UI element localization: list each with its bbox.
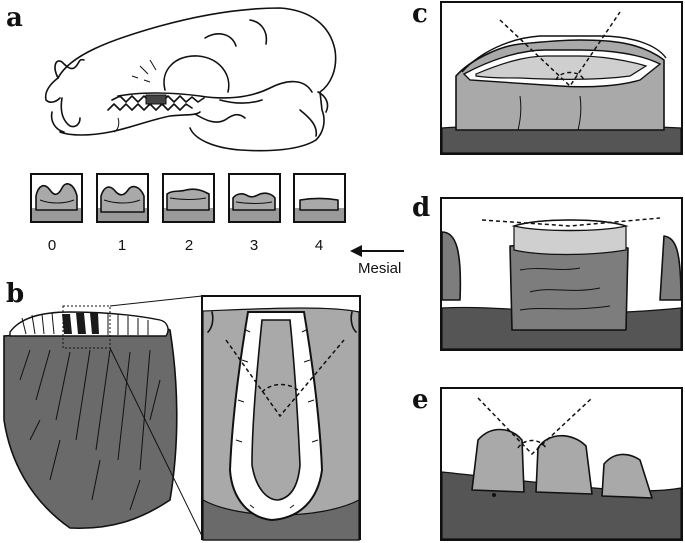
panel-letter-d: d <box>412 193 430 223</box>
panel-letter-c: c <box>412 0 428 29</box>
panel-c: c <box>412 0 683 155</box>
panel-b: b <box>3 279 361 541</box>
wear-stage-label-2: 2 <box>185 237 193 254</box>
panel-e: e <box>412 385 683 541</box>
jaw-block <box>3 305 178 530</box>
panel-d: d <box>412 193 683 351</box>
wear-stage-label-0: 0 <box>48 237 56 254</box>
mesial-arrow: Mesial <box>350 245 404 277</box>
mesial-label: Mesial <box>358 260 401 277</box>
wear-stage-label-3: 3 <box>250 237 258 254</box>
wear-stage-4: 4 <box>293 173 346 254</box>
panel-a: a <box>6 3 337 152</box>
wear-stage-label-4: 4 <box>315 237 323 254</box>
wear-stage-2: 2 <box>162 173 215 254</box>
skull-drawing <box>44 7 337 152</box>
wear-stage-label-1: 1 <box>118 237 126 254</box>
panel-letter-a: a <box>6 3 23 33</box>
zoom-box <box>201 295 361 541</box>
wear-stage-0: 0 <box>30 173 83 254</box>
panel-letter-b: b <box>6 279 24 309</box>
wear-stage-1: 1 <box>96 173 149 254</box>
wear-stage-3: 3 <box>228 173 281 254</box>
wear-stage-row: 0 1 2 3 4 <box>30 173 404 277</box>
panel-letter-e: e <box>412 385 429 415</box>
